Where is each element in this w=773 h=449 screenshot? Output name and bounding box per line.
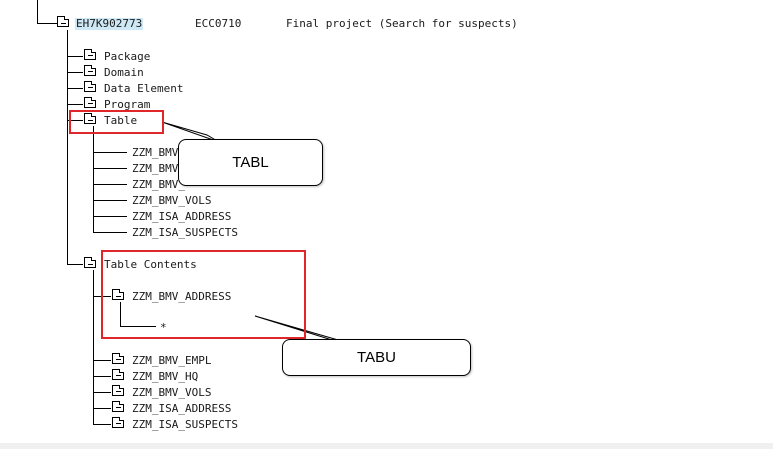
- highlight-box-table: [69, 110, 164, 134]
- tree-node-table[interactable]: Table: [104, 114, 138, 127]
- folder-closed-icon[interactable]: [112, 369, 124, 380]
- tree-node-data-element[interactable]: Data Element: [104, 82, 184, 95]
- table-contents-item[interactable]: ZZM_ISA_SUSPECTS: [132, 418, 238, 431]
- folder-closed-icon[interactable]: [112, 417, 124, 428]
- callout-tabu: TABU: [282, 339, 471, 376]
- bottom-strip: [0, 443, 773, 449]
- folder-open-icon[interactable]: [112, 289, 124, 300]
- table-contents-item[interactable]: ZZM_ISA_ADDRESS: [132, 402, 232, 415]
- table-contents-item[interactable]: ZZM_BMV_HQ: [132, 370, 199, 383]
- table-item[interactable]: ZZM_BMV_: [132, 146, 185, 159]
- folder-closed-icon[interactable]: [112, 385, 124, 396]
- folder-open-icon[interactable]: [84, 113, 96, 124]
- folder-closed-icon[interactable]: [112, 353, 124, 364]
- tree-node-program[interactable]: Program: [104, 98, 151, 111]
- table-contents-item-expanded[interactable]: ZZM_BMV_ADDRESS: [132, 290, 232, 303]
- folder-closed-icon[interactable]: [84, 65, 96, 76]
- callout-tabl: TABL: [178, 139, 323, 186]
- table-item[interactable]: ZZM_BMV_: [132, 162, 185, 175]
- table-contents-item[interactable]: ZZM_BMV_VOLS: [132, 386, 212, 399]
- tree-connector: [37, 23, 57, 24]
- request-description: Final project (Search for suspects): [286, 17, 518, 30]
- table-contents-item[interactable]: ZZM_BMV_EMPL: [132, 354, 212, 367]
- tree-connector: [67, 30, 68, 264]
- tree-node-table-contents[interactable]: Table Contents: [104, 258, 197, 271]
- wildcard-key[interactable]: *: [160, 321, 167, 334]
- table-item[interactable]: ZZM_ISA_ADDRESS: [132, 210, 232, 223]
- callout-label: TABL: [232, 154, 269, 171]
- callout-label: TABU: [357, 349, 396, 366]
- request-id[interactable]: EH7K902773: [75, 17, 144, 30]
- folder-closed-icon[interactable]: [84, 81, 96, 92]
- tree-connector: [37, 0, 38, 24]
- table-item[interactable]: ZZM_BMV_: [132, 178, 185, 191]
- highlight-box-table-contents: [101, 250, 306, 339]
- folder-closed-icon[interactable]: [84, 97, 96, 108]
- system-id: ECC0710: [195, 17, 242, 30]
- table-item[interactable]: ZZM_BMV_VOLS: [132, 194, 212, 207]
- folder-open-icon[interactable]: [84, 257, 96, 268]
- tree-node-domain[interactable]: Domain: [104, 66, 144, 79]
- tree-node-package[interactable]: Package: [104, 50, 151, 63]
- folder-open-icon[interactable]: [57, 16, 69, 27]
- table-item[interactable]: ZZM_ISA_SUSPECTS: [132, 226, 238, 239]
- folder-closed-icon[interactable]: [84, 49, 96, 60]
- folder-closed-icon[interactable]: [112, 401, 124, 412]
